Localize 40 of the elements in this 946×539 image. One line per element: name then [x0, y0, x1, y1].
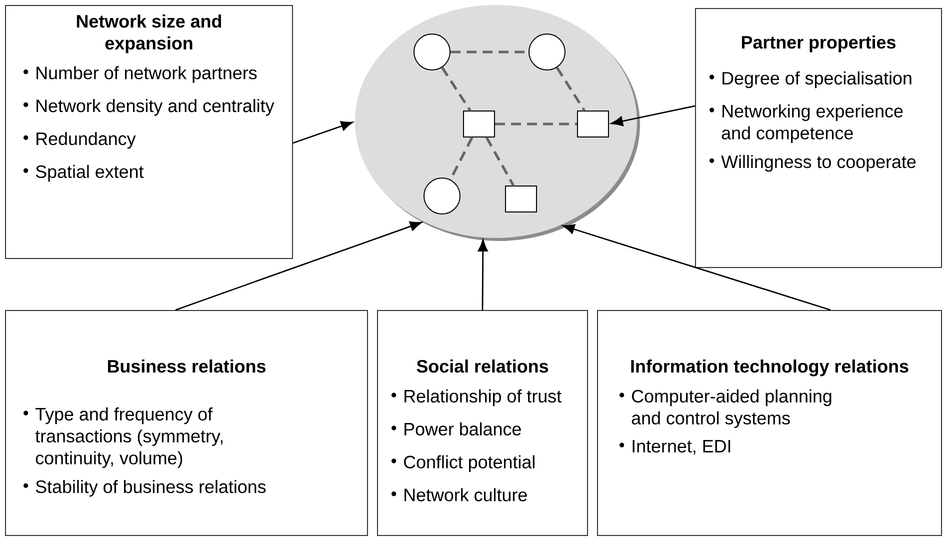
- dashed-link: [556, 66, 586, 112]
- bullet-text: Willingness to cooperate: [721, 154, 916, 172]
- bullet-text: Type and frequency of transactions (symmetry, continuity, volume): [35, 407, 222, 468]
- box-heading: Business relations: [108, 359, 266, 373]
- arrow: [175, 221, 422, 311]
- info-box: [695, 8, 942, 268]
- node-square: [505, 186, 537, 212]
- bullet-text: Relationship of trust: [404, 389, 562, 406]
- box-heading: Information technology relations: [631, 359, 908, 376]
- box-heading: Network size and expansion: [76, 14, 222, 54]
- bullet-text: Internet, EDI: [632, 440, 730, 455]
- info-box: [5, 5, 293, 259]
- bullet-text: Stability of business relations: [36, 480, 266, 497]
- info-box: [597, 310, 942, 536]
- dashed-link: [485, 136, 515, 186]
- bullet-text: Network density and centrality: [36, 99, 274, 116]
- node-circle: [414, 34, 450, 70]
- node-circle: [528, 34, 566, 70]
- info-box: [5, 310, 368, 536]
- bullet-text: Network culture: [404, 488, 527, 502]
- bullet-text: Power balance: [404, 422, 521, 436]
- dashed-link: [495, 122, 577, 126]
- arrow: [611, 105, 696, 126]
- info-box: [377, 310, 588, 536]
- dashed-link: [441, 66, 472, 112]
- node-square: [577, 110, 609, 138]
- node-circle: [424, 178, 460, 214]
- bullet-text: Networking experience and competence: [722, 104, 903, 143]
- bullet-text: Degree of specialisation: [722, 71, 912, 88]
- arrow: [562, 224, 831, 311]
- node-square: [463, 110, 495, 138]
- arrow: [292, 121, 353, 144]
- box-heading: Social relations: [416, 359, 548, 373]
- arrow: [478, 240, 488, 310]
- bullet-text: Computer-aided planning and control systems: [632, 389, 832, 428]
- bullet-text: Conflict potential: [404, 455, 534, 472]
- box-heading: Partner properties: [742, 36, 896, 52]
- bullet-text: Number of network partners: [36, 66, 257, 83]
- bullet-text: Redundancy: [36, 132, 136, 149]
- bullet-text: Spatial extent: [36, 164, 144, 182]
